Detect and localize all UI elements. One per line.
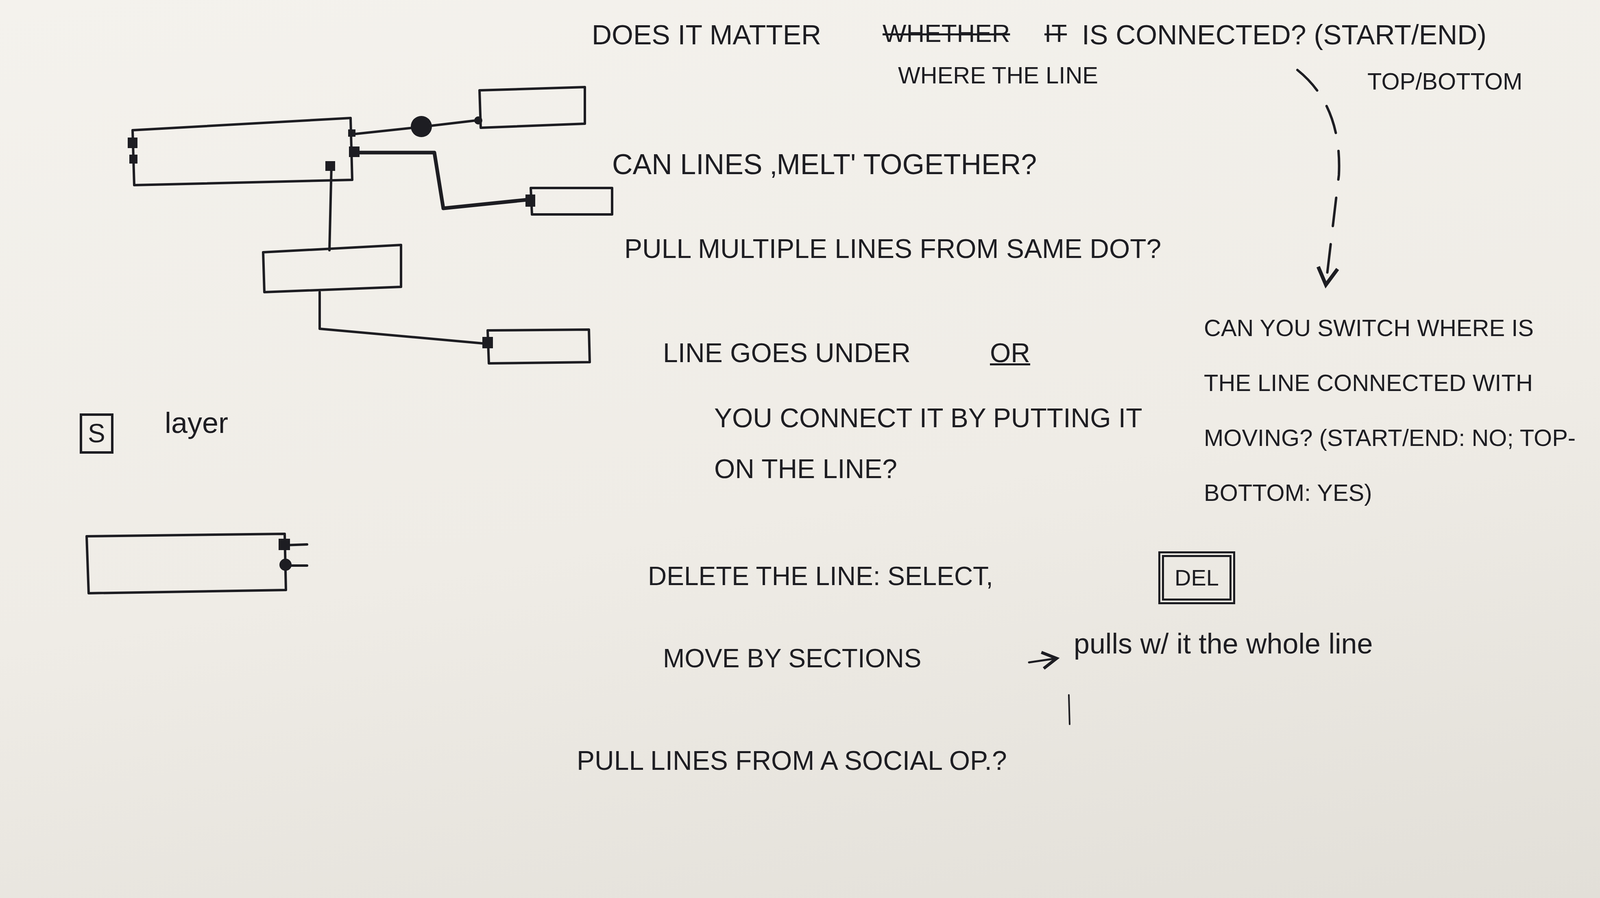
handwritten-note: WHERE THE LINE [898, 61, 1099, 90]
handwritten-note: CAN LINES ‚MELT' TOGETHER? [612, 147, 1037, 182]
handwritten-note: CAN YOU SWITCH WHERE IS THE LINE CONNECT… [1203, 300, 1587, 520]
connector-dot [474, 116, 483, 125]
sketch-box [132, 117, 353, 186]
handwritten-note: LINE GOES UNDER [662, 336, 911, 369]
connector-square [325, 161, 336, 171]
connector-square [348, 129, 356, 137]
connector-dot [410, 115, 432, 138]
dashed-arrow [1297, 69, 1340, 285]
sketch-box [479, 87, 585, 128]
sketch-box [86, 533, 286, 593]
handwritten-note: pulls w/ it the whole line [1073, 626, 1373, 661]
box-heading: layer [164, 406, 229, 439]
sketch-wire [329, 164, 332, 251]
box-text: DEL [1174, 564, 1219, 591]
sketch-box [263, 244, 402, 293]
connector-square [348, 146, 360, 157]
connector-square [278, 538, 290, 550]
connector-square [129, 154, 138, 164]
sketch-box [530, 187, 613, 215]
keyboard-key: DEL [1158, 551, 1236, 604]
handwritten-note: PULL LINES FROM A SOCIAL OP.? [576, 744, 1008, 777]
handwritten-note: TOP/BOTTOM [1367, 67, 1523, 96]
connector-square [525, 194, 536, 207]
connector-square [482, 336, 493, 349]
handwritten-note: WHETHER [882, 18, 1010, 49]
sketch-wire [319, 292, 488, 344]
connector-dot [279, 558, 292, 571]
handwritten-note: MOVE BY SECTIONS [662, 642, 922, 674]
box-text: S [87, 418, 106, 448]
handwritten-note: IS CONNECTED? (START/END) [1081, 18, 1487, 52]
handwritten-note: DELETE THE LINE: SELECT, [647, 560, 994, 592]
sketch-wire [352, 152, 531, 209]
handwritten-note: IT [1044, 18, 1067, 49]
layer-key-box: Slayer [79, 413, 114, 454]
handwritten-note: PULL MULTIPLE LINES FROM SAME DOT? [624, 232, 1162, 265]
arrow-symbol [1028, 658, 1057, 663]
handwritten-note: DOES IT MATTER [591, 18, 822, 52]
connector-square [127, 137, 138, 149]
handwritten-note: OR [989, 336, 1031, 369]
handwritten-note: YOU CONNECT IT BY PUTTING IT ON THE LINE… [714, 392, 1174, 495]
tick-mark [1068, 694, 1070, 724]
sketch-box [487, 329, 590, 364]
